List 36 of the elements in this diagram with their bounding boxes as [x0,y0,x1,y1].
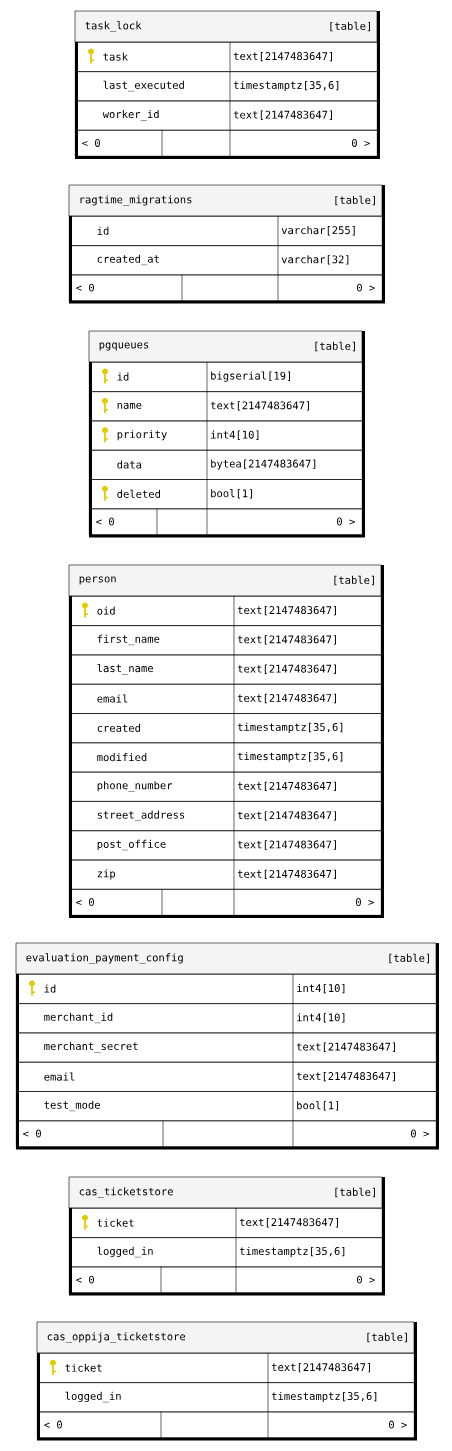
footer-row: < 0 0 > [69,888,382,916]
column-row: email text[2147483647] [16,1061,437,1092]
column-row: logged_in timestamptz[35,6] [37,1382,415,1413]
column-row: first_name text[2147483647] [69,625,382,656]
column-row: data bytea[2147483647] [89,449,363,480]
column-row: last_name text[2147483647] [69,654,382,685]
footer-row: < 0 0 > [37,1411,415,1439]
column-row: worker_id text[2147483647] [75,100,378,131]
column-row: phone_number text[2147483647] [69,771,382,802]
column-row: post_office text[2147483647] [69,830,382,861]
column-row: created_at varchar[32] [69,245,383,276]
column-row: street_address text[2147483647] [69,800,382,831]
column-row: modified timestamptz[35,6] [69,742,382,773]
column-row: id int4[10] [16,973,437,1004]
footer-row: < 0 0 > [69,274,383,302]
column-row: id bigserial[19] [89,361,363,392]
footer-row: < 0 0 > [16,1120,437,1148]
column-row: deleted bool[1] [89,478,363,510]
column-row: id varchar[255] [69,215,383,246]
column-row: task text[2147483647] [75,41,378,72]
column-row: merchant_secret text[2147483647] [16,1032,437,1063]
column-row: priority int4[10] [89,420,363,451]
column-row: last_executed timestamptz[35,6] [75,71,378,102]
column-row: email text[2147483647] [69,683,382,714]
footer-row: < 0 0 > [89,508,363,536]
column-row: ticket text[2147483647] [37,1352,415,1383]
footer-row: < 0 0 > [69,1266,383,1294]
column-row: created timestamptz[35,6] [69,712,382,744]
column-row: merchant_id int4[10] [16,1003,437,1034]
column-row: name text[2147483647] [89,391,363,422]
column-row: zip text[2147483647] [69,859,382,890]
column-row: logged_in timestamptz[35,6] [69,1237,383,1268]
footer-row: < 0 0 > [75,129,378,157]
column-row: oid text[2147483647] [69,595,382,626]
column-row: ticket text[2147483647] [69,1207,383,1238]
column-row: test_mode bool[1] [16,1090,437,1122]
